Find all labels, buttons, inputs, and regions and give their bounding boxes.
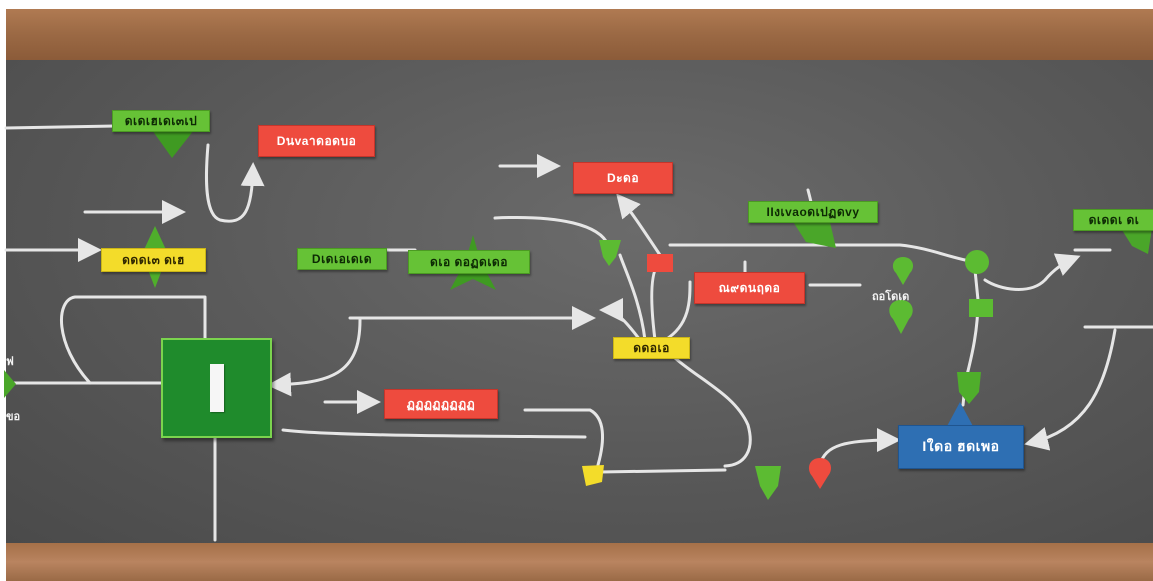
wire-fan-1 xyxy=(618,253,647,342)
wire-hook-low xyxy=(523,408,604,467)
red-bottom-pin-icon xyxy=(808,458,832,489)
note-green-mid-left: Dเดเอเดเด xyxy=(297,248,387,270)
note-green-top-mid: IIงเvaoดเปฏดvy xyxy=(748,201,878,223)
annotation-left-edge-top: ฟ xyxy=(6,356,14,368)
yellow-pin-icon xyxy=(582,465,604,486)
block-white-bar xyxy=(209,364,224,412)
wire-right-vertical xyxy=(965,268,980,377)
wire-to-block xyxy=(267,318,362,397)
annotation-left-edge-bottom: ขอ xyxy=(6,411,21,423)
note-green-top-right: ดเดดเ ดเ xyxy=(1073,209,1153,231)
green-dot-pin-icon xyxy=(965,250,989,274)
wire-hook xyxy=(204,143,265,223)
wood-frame-top xyxy=(6,9,1153,62)
wire-fan-4 xyxy=(599,298,642,342)
note-yellow-mid: ดดอเอ xyxy=(613,337,690,359)
wire-yellow-down xyxy=(673,356,752,468)
wood-frame-bottom xyxy=(6,543,1153,581)
wire-to-blue xyxy=(1024,328,1117,451)
green-round-pin-icon-2 xyxy=(889,300,913,334)
blue-pointer-icon xyxy=(945,402,975,430)
note-green-mid-right: ดเอ ดอฏดเดอ xyxy=(408,250,530,274)
note-red-low: ฏฏฏฏฏฏฏฏ xyxy=(384,389,498,419)
note-green-top-left: ดเดเฮเดเ๓เป xyxy=(112,110,210,132)
green-arrow-marker-icon xyxy=(1122,228,1152,254)
wire-loop-left xyxy=(60,295,207,385)
green-edge-marker-icon xyxy=(4,370,16,398)
wire-bottom-yellow xyxy=(598,468,727,474)
note-blue-bottom: Iใดอ ฮดเพอ xyxy=(898,425,1024,469)
wire-right-s xyxy=(983,253,1081,291)
green-pin-icon xyxy=(599,240,621,266)
note-yellow-left: ดดดเ๓ ดเฮ xyxy=(101,248,206,272)
wire-fan-3 xyxy=(663,280,692,342)
note-red-top-mid: Dะดอ xyxy=(573,162,673,194)
wire-low-long xyxy=(281,428,587,439)
note-red-top-left: Dนvaาดอดบอ xyxy=(258,125,375,157)
central-green-block xyxy=(161,338,272,438)
wire-curve-top-red xyxy=(493,216,610,247)
red-tab-icon xyxy=(647,254,673,272)
green-down-pin-icon xyxy=(957,372,981,404)
green-round-pin-icon xyxy=(892,257,914,285)
green-tab-icon xyxy=(969,299,993,317)
green-flag-icon xyxy=(792,220,836,248)
green-bottom-pin-icon xyxy=(755,466,781,500)
wire-red-diag xyxy=(616,193,662,257)
green-pointer-icon xyxy=(152,130,194,158)
note-red-mid: ณ๙ดนฤดอ xyxy=(694,272,805,304)
annotation-mid-right: ถอโดเด xyxy=(872,291,910,303)
wire-top-left xyxy=(4,124,117,130)
